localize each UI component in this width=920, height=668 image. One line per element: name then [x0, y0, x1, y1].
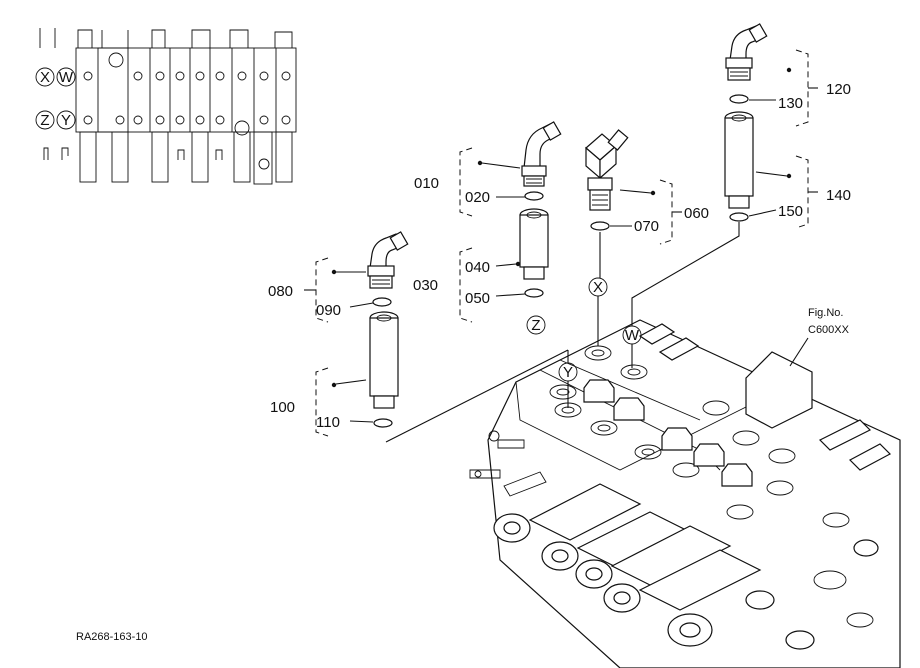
control-valve-body	[469, 319, 901, 668]
fig-no-label: Fig.No.	[808, 307, 843, 319]
part-070-label: 070	[634, 218, 659, 235]
part-080-label: 080	[268, 283, 293, 300]
port-label-w-main: W	[625, 327, 640, 344]
port-label-x: X	[40, 69, 50, 86]
o-ring-110	[373, 418, 393, 428]
adapter-140	[724, 111, 754, 209]
drawing-id: RA268-163-10	[76, 631, 148, 643]
o-ring-070	[590, 221, 610, 231]
port-label-w: W	[59, 69, 74, 86]
part-040-label: 040	[465, 259, 490, 276]
elbow-fitting-120	[725, 23, 768, 81]
port-label-z: Z	[40, 112, 49, 129]
o-ring-020	[524, 191, 544, 201]
port-label-x-main: X	[593, 279, 603, 296]
part-090-label: 090	[316, 302, 341, 319]
tee-fitting-060	[585, 129, 629, 211]
adapter-100	[369, 311, 399, 409]
part-100-label: 100	[270, 399, 295, 416]
valve-schematic-inset: X W Z Y	[35, 28, 297, 185]
part-010-label: 010	[414, 175, 439, 192]
o-ring-150	[729, 212, 749, 222]
part-120-label: 120	[826, 81, 851, 98]
elbow-fitting-080	[367, 231, 409, 289]
o-ring-090	[372, 297, 392, 307]
part-110-label: 110	[316, 414, 340, 431]
o-ring-050	[524, 288, 544, 298]
part-140-label: 140	[826, 187, 851, 204]
port-label-y: Y	[61, 112, 71, 129]
adapter-040	[519, 208, 549, 280]
port-label-z-main: Z	[531, 317, 540, 334]
part-130-label: 130	[778, 95, 803, 112]
fig-no-code: C600XX	[808, 324, 850, 336]
elbow-fitting-010	[521, 121, 562, 187]
part-060-label: 060	[684, 205, 709, 222]
part-050-label: 050	[465, 290, 490, 307]
port-label-y-main: Y	[563, 364, 573, 381]
part-030-label: 030	[413, 277, 438, 294]
part-020-label: 020	[465, 189, 490, 206]
o-ring-130	[729, 94, 749, 104]
part-150-label: 150	[778, 203, 803, 220]
